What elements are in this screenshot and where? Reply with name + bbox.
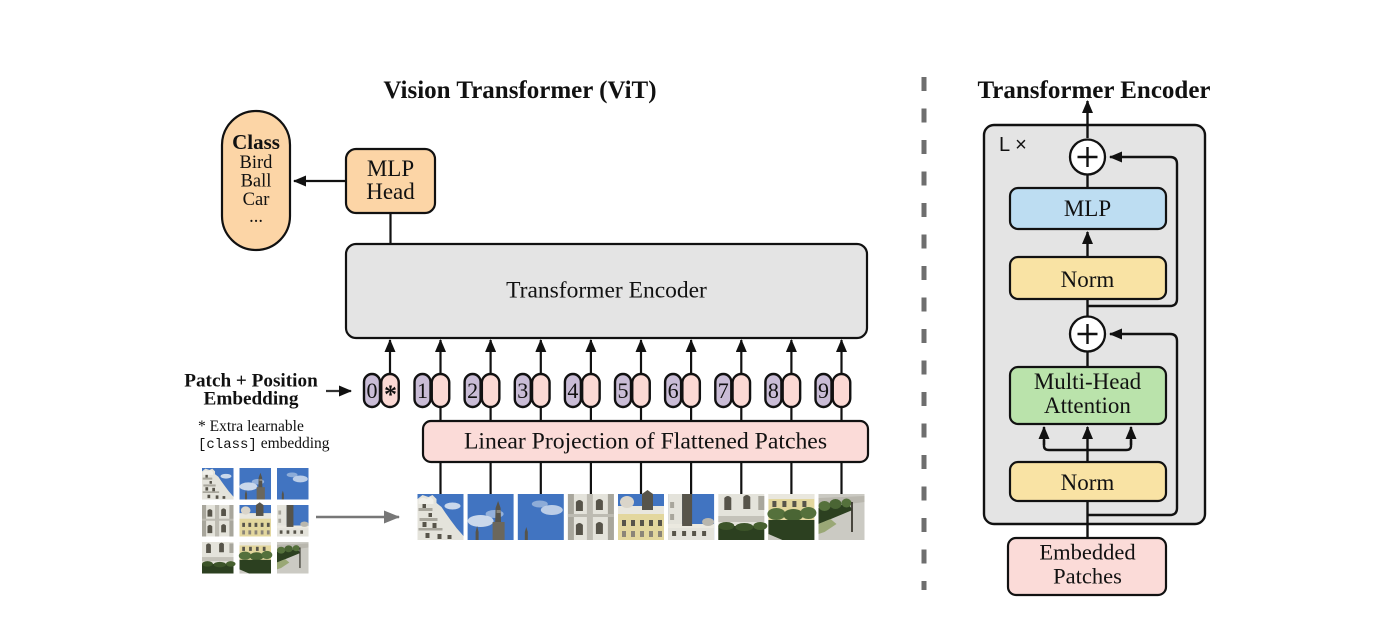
svg-text:[class] embedding: [class] embedding [198, 435, 330, 453]
svg-text:...: ... [249, 207, 263, 227]
svg-text:MLP: MLP [367, 156, 414, 181]
svg-text:1: 1 [417, 378, 428, 403]
svg-text:3: 3 [517, 378, 528, 403]
svg-text:4: 4 [567, 378, 578, 403]
svg-text:Embedding: Embedding [204, 389, 299, 410]
svg-text:Attention: Attention [1044, 393, 1131, 418]
svg-text:Vision Transformer (ViT): Vision Transformer (ViT) [383, 77, 656, 104]
svg-text:*: * [384, 380, 397, 409]
svg-text:Head: Head [366, 179, 415, 204]
svg-text:7: 7 [718, 378, 729, 403]
svg-text:0: 0 [367, 378, 378, 403]
svg-text:Linear Projection of Flattened: Linear Projection of Flattened Patches [464, 429, 827, 455]
svg-text:MLP: MLP [1064, 196, 1111, 221]
svg-text:Bird: Bird [240, 153, 274, 173]
svg-text:Class: Class [232, 130, 280, 154]
svg-text:Ball: Ball [241, 172, 272, 192]
svg-text:Norm: Norm [1061, 470, 1115, 495]
svg-text:Patches: Patches [1053, 564, 1122, 589]
svg-text:5: 5 [618, 378, 629, 403]
svg-text:8: 8 [768, 378, 779, 403]
svg-text:* Extra learnable: * Extra learnable [198, 418, 304, 435]
svg-text:Norm: Norm [1061, 267, 1115, 292]
svg-text:Car: Car [243, 190, 270, 210]
svg-text:2: 2 [467, 378, 478, 403]
svg-text:6: 6 [668, 378, 679, 403]
svg-text:Multi-Head: Multi-Head [1034, 369, 1142, 394]
svg-text:Embedded: Embedded [1039, 540, 1135, 565]
svg-text:9: 9 [818, 378, 829, 403]
svg-text:Transformer Encoder: Transformer Encoder [506, 278, 707, 304]
svg-text:Transformer Encoder: Transformer Encoder [977, 77, 1210, 104]
svg-text:Patch + Position: Patch + Position [184, 371, 318, 392]
